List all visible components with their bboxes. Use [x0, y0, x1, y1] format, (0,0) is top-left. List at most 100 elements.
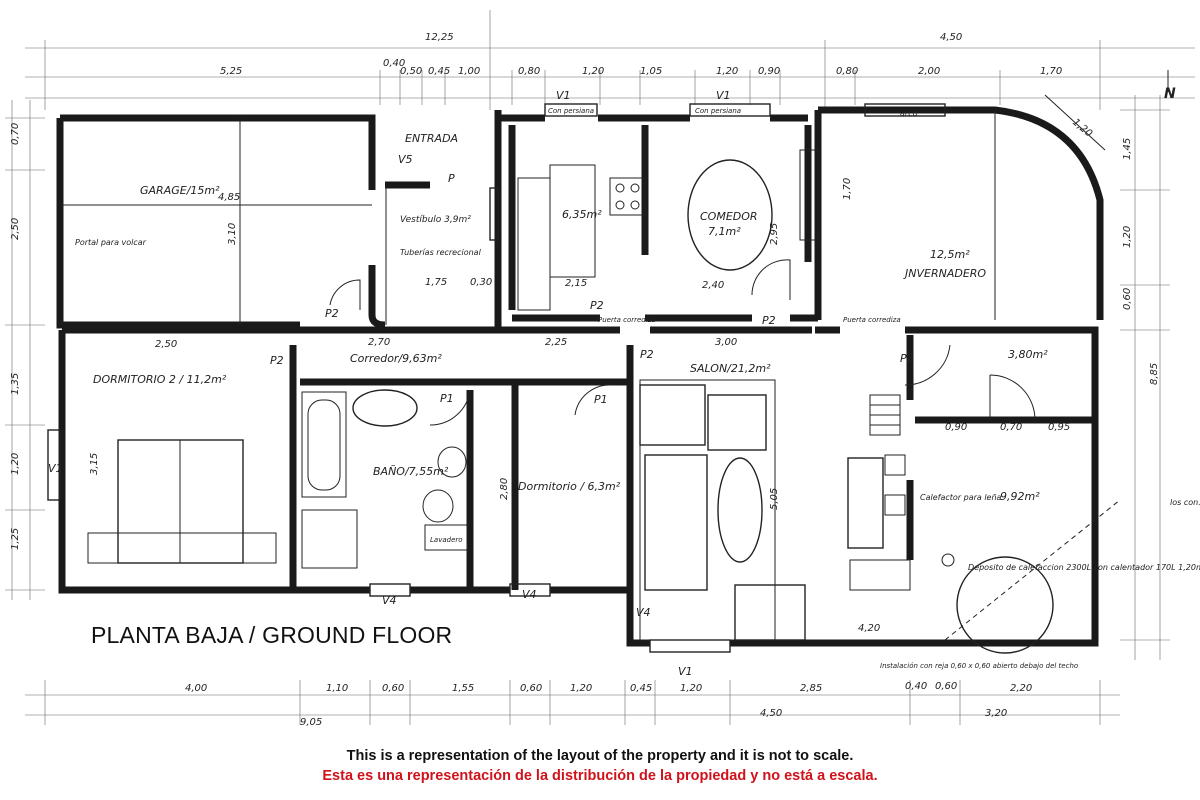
window-v1: V1 — [716, 89, 731, 102]
dim: 8,85 — [1149, 363, 1160, 385]
dim: 4,85 — [218, 192, 240, 203]
label-dormitorio-2: DORMITORIO 2 / 11,2m² — [93, 373, 227, 386]
window-v4: V4 — [636, 606, 651, 619]
label-puerta-corrediza: Puerta corrediza — [598, 316, 656, 324]
door-p2: P2 — [762, 314, 776, 327]
dim: 0,50 — [400, 66, 422, 77]
dim: 1,55 — [452, 683, 474, 694]
dim: 2,80 — [499, 478, 510, 500]
door-window-tags: P2 P P2 P2 P2 P2 P2 P1 P1 V5 V1 V1 V1 V1… — [48, 89, 914, 678]
dim: 1,20 — [1122, 226, 1133, 248]
disclaimer-english: This is a representation of the layout o… — [346, 748, 854, 764]
dim: 1,10 — [326, 683, 348, 694]
dim: 1,20 — [582, 66, 604, 77]
dim: 0,90 — [945, 422, 967, 433]
dim: 1,05 — [640, 66, 662, 77]
dim: 0,60 — [935, 681, 957, 692]
dim: 2,95 — [769, 223, 780, 245]
label-invernadero: JNVERNADERO — [903, 267, 986, 280]
label-invernadero-area: 12,5m² — [930, 248, 970, 261]
dim: 2,70 — [368, 337, 390, 348]
dim: 2,20 — [1010, 683, 1032, 694]
walls — [56, 106, 1104, 647]
label-con-persiana: Con persiana — [548, 107, 594, 115]
label-lavadero: Lavadero — [430, 536, 463, 544]
dim: 0,70 — [10, 123, 21, 145]
dim-bottom-right: 3,20 — [985, 708, 1007, 719]
dim: 1,75 — [425, 277, 447, 288]
label-puerta-corrediza-2: Puerta corrediza — [843, 316, 901, 324]
dim: 2,15 — [565, 278, 587, 289]
label-area-992: 9,92m² — [1000, 490, 1040, 503]
window-v5: V5 — [398, 153, 413, 166]
page-title: PLANTA BAJA / GROUND FLOOR — [91, 622, 453, 648]
dim: 1,20 — [10, 453, 21, 475]
dim: 4,00 — [185, 683, 207, 694]
label-right-note: los con... de los p... solare... — [1170, 498, 1200, 507]
dim: 1,70 — [1040, 66, 1062, 77]
label-calefactor: Calefactor para leña — [920, 493, 1002, 502]
dim: 0,80 — [518, 66, 540, 77]
label-comedor-area: 7,1m² — [708, 225, 741, 238]
dim: 0,60 — [1122, 288, 1133, 310]
door-p1: P1 — [594, 393, 608, 406]
dim: 0,60 — [520, 683, 542, 694]
window-v1: V1 — [556, 89, 571, 102]
dimension-lines-top — [25, 10, 1195, 110]
dim: 4,20 — [858, 623, 880, 634]
dim-top-total: 12,25 — [425, 32, 454, 43]
dimension-lines-bottom: 4,00 1,10 0,60 1,55 0,60 1,20 0,45 1,20 … — [25, 680, 1120, 728]
dim-top-right: 4,50 — [940, 32, 962, 43]
label-salon: SALON/21,2m² — [690, 362, 771, 375]
north-marker: N — [1164, 86, 1176, 102]
dim: 1,20 — [680, 683, 702, 694]
room-labels: ENTRADA GARAGE/15m² Portal para volcar V… — [75, 107, 1200, 670]
door-p2: P2 — [590, 299, 604, 312]
dim: 0,70 — [1000, 422, 1022, 433]
dim: 0,90 — [758, 66, 780, 77]
label-area-380: 3,80m² — [1008, 348, 1048, 361]
dim: 3,15 — [89, 453, 100, 475]
label-cocina-area: 6,35m² — [562, 208, 602, 221]
dim: 2,40 — [702, 280, 724, 291]
label-instalacion-bottom: Instalación con reja 0,60 x 0,60 abierto… — [880, 662, 1078, 670]
dim-bottom-mid: 4,50 — [760, 708, 782, 719]
dim: 0,40 — [905, 681, 927, 692]
door-p2: P2 — [640, 348, 654, 361]
dim: 0,95 — [1048, 422, 1070, 433]
dim: 2,00 — [918, 66, 940, 77]
label-vestibulo: Vestíbulo 3,9m² — [400, 215, 471, 225]
dim: 2,25 — [545, 337, 567, 348]
dim: 0,60 — [382, 683, 404, 694]
label-entrada: ENTRADA — [405, 132, 458, 145]
label-con-persiana-2: Con persiana — [695, 107, 741, 115]
window-v1: V1 — [48, 462, 63, 475]
dim: 0,45 — [428, 66, 450, 77]
dim: 1,00 — [458, 66, 480, 77]
disclaimer-spanish: Esta es una representación de la distrib… — [322, 768, 878, 784]
dim: 3,10 — [227, 223, 238, 245]
dim: 1,35 — [10, 373, 21, 395]
dim: 3,00 — [715, 337, 737, 348]
dim: 2,50 — [155, 339, 177, 350]
label-dormitorio: Dormitorio / 6,3m² — [518, 480, 621, 493]
dim: 1,20 — [716, 66, 738, 77]
window-v1: V1 — [678, 665, 693, 678]
window-v4: V4 — [382, 594, 397, 607]
dim: 1,70 — [842, 178, 853, 200]
dim: 5,25 — [220, 66, 242, 77]
door-p1: P1 — [440, 392, 454, 405]
door-p: P — [448, 172, 455, 185]
door-p2: P2 — [270, 354, 284, 367]
window-v4: V4 — [522, 588, 537, 601]
dim: 1,20 — [570, 683, 592, 694]
top-dimension-labels: 12,25 4,50 5,25 0,40 0,50 0,45 1,00 0,80… — [220, 32, 1062, 77]
dim: 0,40 — [383, 58, 405, 69]
dimension-lines-left: 0,70 2,50 1,35 1,20 1,25 — [5, 100, 45, 600]
dim: 0,30 — [470, 277, 492, 288]
dim: 1,25 — [10, 528, 21, 550]
label-tuberias: Tuberías recrecional — [400, 248, 482, 257]
dim: 1,45 — [1122, 138, 1133, 160]
dim: 0,45 — [630, 683, 652, 694]
